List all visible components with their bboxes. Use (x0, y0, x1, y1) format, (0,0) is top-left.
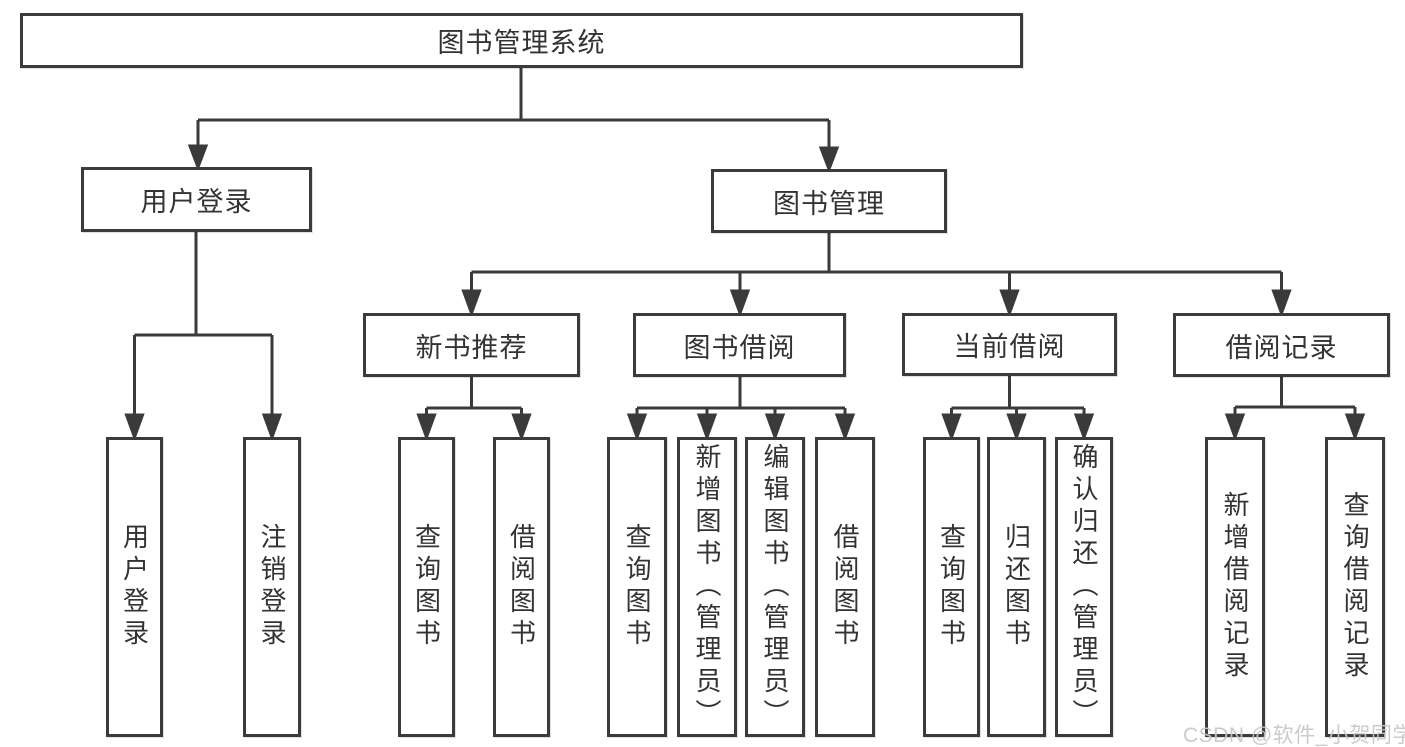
leaf-confirm-return-admin: 确认归还（管理员） (1055, 437, 1113, 737)
leaf-add-books-admin-label: 新增图书（管理员） (692, 443, 722, 731)
arrowhead-leaf-query-books-1 (416, 413, 437, 442)
arrowhead-leaf-user-login (124, 413, 145, 442)
leaf-query-books-2-label: 查询图书 (622, 523, 652, 651)
arrowhead-leaf-return-books (1006, 413, 1027, 442)
leaf-query-borrow-record: 查询借阅记录 (1325, 437, 1385, 737)
arrowhead-leaf-query-borrow-record (1344, 413, 1366, 442)
node-book-borrowing-label: 图书借阅 (683, 332, 796, 363)
leaf-borrow-books-1-label: 借阅图书 (506, 523, 537, 651)
connector-new-book-recommend-lines (425, 377, 523, 417)
node-user-login-label: 用户登录 (140, 187, 253, 217)
leaf-query-books-1-label: 查询图书 (411, 523, 442, 651)
leaf-confirm-return-admin-label: 确认归还（管理员） (1069, 443, 1099, 731)
leaf-query-books-3: 查询图书 (923, 437, 980, 737)
leaf-query-borrow-record-label: 查询借阅记录 (1340, 491, 1370, 683)
arrowhead-leaf-borrow-books-1 (511, 413, 532, 442)
leaf-logout-login-label: 注销登录 (257, 523, 287, 651)
node-borrowing-records-label: 借阅记录 (1225, 332, 1338, 363)
connector-new-book-recommend (416, 377, 532, 442)
leaf-query-books-3-label: 查询图书 (936, 523, 967, 651)
leaf-return-books: 归还图书 (987, 437, 1046, 737)
connector-root (187, 68, 840, 174)
leaf-borrow-books-2: 借阅图书 (815, 437, 875, 737)
connector-user-login (124, 232, 283, 442)
leaf-edit-books-admin-label: 编辑图书（管理员） (760, 443, 790, 731)
connector-current-borrowing-lines (950, 376, 1086, 417)
arrowhead-leaf-edit-books (764, 413, 786, 442)
node-borrowing-records: 借阅记录 (1173, 313, 1390, 377)
node-new-book-recommend: 新书推荐 (363, 313, 580, 377)
watermark: CSDN @软件_小贺同学 (1183, 724, 1405, 747)
node-new-book-recommend-label: 新书推荐 (415, 332, 528, 363)
leaf-add-borrow-record-label: 新增借阅记录 (1220, 491, 1250, 683)
connector-borrowing-records (1224, 377, 1366, 442)
leaf-logout-login: 注销登录 (243, 437, 301, 737)
leaf-borrow-books-1: 借阅图书 (493, 437, 550, 737)
leaf-edit-books-admin: 编辑图书（管理员） (745, 437, 805, 737)
leaf-query-books-2: 查询图书 (607, 437, 667, 737)
leaf-user-login: 用户登录 (106, 437, 163, 737)
leaf-add-borrow-record: 新增借阅记录 (1205, 437, 1265, 737)
leaf-query-books-1: 查询图书 (398, 437, 455, 737)
node-user-login: 用户登录 (81, 167, 312, 232)
connector-root-lines (196, 68, 831, 150)
connector-book-management (461, 233, 1292, 318)
arrowhead-borrowing-records (1271, 289, 1292, 318)
node-book-management-label: 图书管理 (773, 188, 885, 219)
arrowhead-leaf-borrow-books-2 (834, 413, 856, 442)
connector-book-borrowing-lines (635, 377, 847, 417)
node-root-label: 图书管理系统 (437, 28, 606, 58)
node-book-borrowing: 图书借阅 (633, 313, 846, 377)
arrowhead-leaf-add-books (696, 413, 718, 442)
connector-book-management-lines (470, 233, 1283, 293)
arrowhead-new-book-recommend (461, 289, 482, 318)
node-current-borrowing: 当前借阅 (902, 313, 1117, 376)
leaf-user-login-label: 用户登录 (119, 523, 150, 651)
arrowhead-user-login (187, 144, 209, 172)
arrowhead-leaf-query-books-2 (626, 413, 648, 442)
arrowhead-leaf-query-books-3 (941, 413, 962, 442)
arrowhead-book-management (818, 146, 840, 174)
node-book-management: 图书管理 (711, 169, 947, 233)
connector-borrowing-records-lines (1233, 377, 1357, 417)
arrowhead-current-borrowing (999, 289, 1020, 318)
connector-current-borrowing (941, 376, 1095, 442)
arrowhead-book-borrowing (729, 289, 751, 318)
arrowhead-leaf-logout (261, 413, 283, 442)
connector-user-login-lines (133, 232, 274, 417)
node-root: 图书管理系统 (20, 13, 1023, 68)
leaf-return-books-label: 归还图书 (1001, 523, 1032, 651)
node-current-borrowing-label: 当前借阅 (953, 332, 1066, 362)
arrowhead-leaf-add-borrow-record (1224, 413, 1246, 442)
arrowhead-leaf-confirm-return (1073, 413, 1095, 442)
leaf-add-books-admin: 新增图书（管理员） (677, 437, 737, 737)
leaf-borrow-books-2-label: 借阅图书 (830, 523, 860, 651)
connector-book-borrowing (626, 377, 856, 442)
